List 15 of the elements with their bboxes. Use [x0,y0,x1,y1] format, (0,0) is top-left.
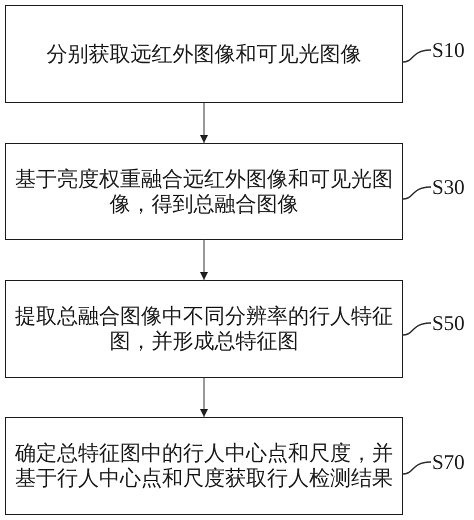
step-label: S10 [432,38,465,62]
leader-line [402,322,432,336]
arrow [200,378,208,418]
step-label: S30 [432,175,465,199]
leader-line [402,186,432,200]
leader-line [402,49,432,63]
step-label: S50 [432,311,465,335]
arrow [200,240,208,280]
leader-line [402,461,432,475]
arrow [200,102,208,144]
process-box: 提取总融合图像中不同分辨率的行人特征图，并形成总特征图 [5,280,403,378]
process-box: 基于亮度权重融合远红外图像和可见光图像，得到总融合图像 [5,143,403,240]
step-label: S70 [432,450,465,474]
process-box: 确定总特征图中的行人中心点和尺度，并基于行人中心点和尺度获取行人检测结果 [5,417,403,515]
process-box: 分别获取远红外图像和可见光图像 [5,5,403,103]
